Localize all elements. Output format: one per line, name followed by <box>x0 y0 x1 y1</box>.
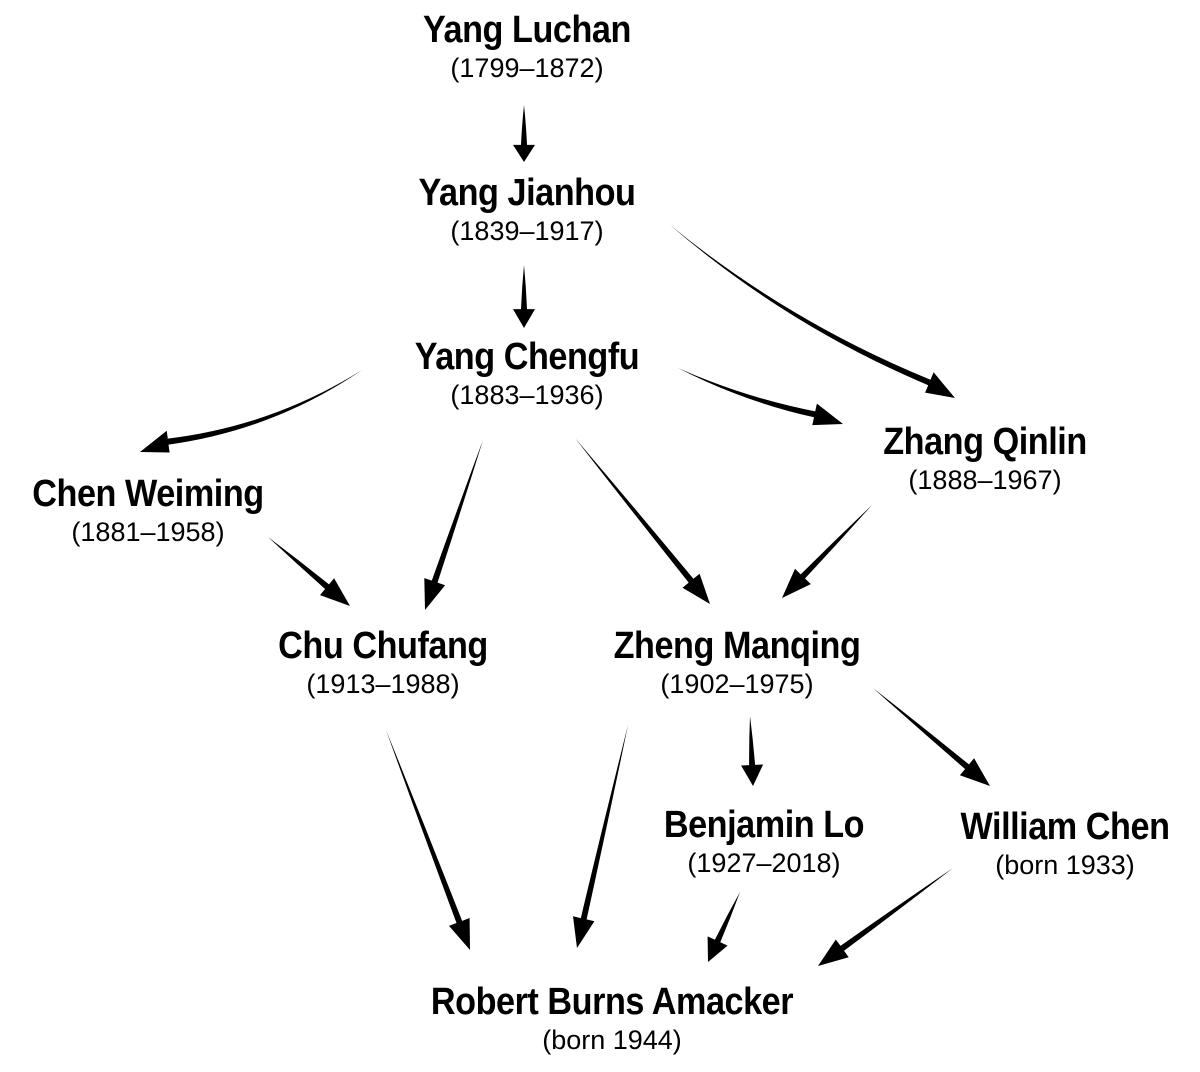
arrow-zhang-qinlin-to-zheng-manqing <box>782 505 872 598</box>
arrow-yang-chengfu-to-zheng-manqing <box>575 438 710 604</box>
arrow-yang-luchan-to-yang-jianhou <box>513 105 535 162</box>
node-name: Robert Burns Amacker <box>430 981 794 1023</box>
arrow-yang-jianhou-to-zhang-qinlin <box>670 225 955 398</box>
node-dates: (1888–1967) <box>908 465 1062 495</box>
node-yang-luchan: Yang Luchan (1799–1872) <box>412 8 643 84</box>
edges-layer <box>140 105 990 966</box>
arrow-zheng-manqing-to-benjamin-lo <box>741 716 764 786</box>
arrow-yang-chengfu-to-zhang-qinlin <box>678 368 843 426</box>
node-zhang-qinlin: Zhang Qinlin (1888–1967) <box>872 420 1098 496</box>
node-dates: (1927–2018) <box>687 848 841 878</box>
arrow-zheng-manqing-to-robert-burns-amacker <box>573 725 628 948</box>
arrow-yang-jianhou-to-yang-chengfu <box>513 265 535 328</box>
node-name: Yang Luchan <box>423 9 631 51</box>
node-benjamin-lo: Benjamin Lo (1927–2018) <box>653 803 876 879</box>
node-chu-chufang: Chu Chufang (1913–1988) <box>266 624 499 700</box>
node-name: Chu Chufang <box>278 625 488 667</box>
arrow-william-chen-to-robert-burns-amacker <box>818 868 953 966</box>
node-dates: (born 1944) <box>542 1025 682 1055</box>
node-name: Zhang Qinlin <box>883 421 1087 463</box>
node-name: Yang Chengfu <box>414 336 640 378</box>
arrow-chen-weiming-to-chu-chufang <box>268 537 350 606</box>
node-name: Zheng Manqing <box>613 625 861 667</box>
node-dates: (1913–1988) <box>306 669 460 699</box>
node-dates: (born 1933) <box>995 850 1135 880</box>
node-yang-jianhou: Yang Jianhou (1839–1917) <box>406 171 647 247</box>
arrow-chu-chufang-to-robert-burns-amacker <box>386 730 470 950</box>
node-zheng-manqing: Zheng Manqing (1902–1975) <box>600 624 874 700</box>
arrow-benjamin-lo-to-robert-burns-amacker <box>707 892 740 962</box>
node-dates: (1883–1936) <box>450 380 604 410</box>
node-name: Benjamin Lo <box>663 804 865 846</box>
node-dates: (1799–1872) <box>450 53 604 83</box>
arrow-yang-chengfu-to-chu-chufang <box>424 440 483 610</box>
node-name: Chen Weiming <box>32 473 264 515</box>
node-william-chen: William Chen (born 1933) <box>949 805 1181 881</box>
node-dates: (1881–1958) <box>71 517 225 547</box>
node-dates: (1839–1917) <box>450 216 604 246</box>
node-chen-weiming: Chen Weiming (1881–1958) <box>19 472 276 548</box>
arrow-zheng-manqing-to-william-chen <box>873 688 990 786</box>
arrow-yang-chengfu-to-chen-weiming <box>140 370 362 453</box>
node-name: Yang Jianhou <box>418 172 636 214</box>
node-name: William Chen <box>960 806 1170 848</box>
node-robert-burns-amacker: Robert Burns Amacker (born 1944) <box>411 980 814 1056</box>
node-yang-chengfu: Yang Chengfu (1883–1936) <box>402 335 651 411</box>
node-dates: (1902–1975) <box>660 669 814 699</box>
